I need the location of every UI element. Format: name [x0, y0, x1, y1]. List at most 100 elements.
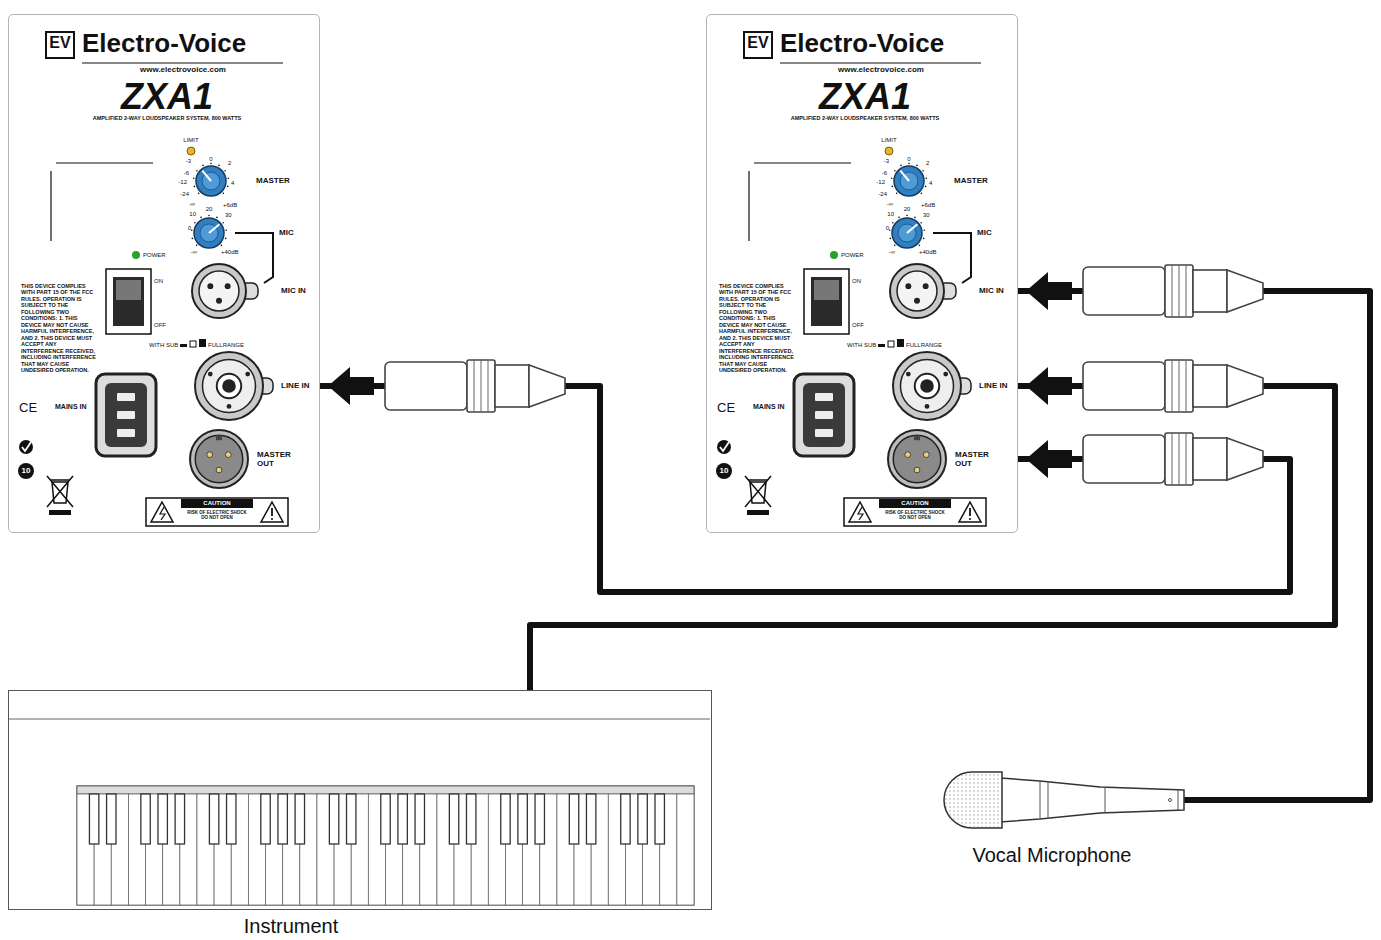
black-key: [655, 794, 664, 844]
knob-tick: [892, 222, 894, 224]
jack-label: MIC IN: [281, 287, 306, 295]
key-rail: [77, 786, 694, 794]
xlr-hole: [925, 404, 930, 409]
rocker: [113, 277, 144, 326]
socket-label: MAINS IN: [55, 403, 89, 411]
mode-icon: [897, 339, 904, 347]
black-keys: [89, 794, 664, 844]
scale-mark: +6dB: [223, 202, 237, 208]
control-label: MASTER: [256, 177, 290, 185]
exclamation-dot: [969, 518, 971, 520]
xlr-key: [914, 435, 920, 440]
jack-label: MIC IN: [979, 287, 1004, 295]
scale-mark: -24: [180, 191, 189, 197]
input-jack: MASTER OUT: [887, 429, 995, 489]
knob-pointer: [209, 224, 219, 233]
caution-box: [146, 498, 288, 526]
grip-line: [1179, 433, 1180, 485]
phone-ring: [217, 374, 241, 398]
black-key: [449, 794, 458, 844]
knob-tick: [221, 245, 223, 247]
scale-mark: +6dB: [921, 202, 935, 208]
xlr-plug: [1083, 433, 1263, 485]
caution-title: CAUTION: [901, 500, 928, 506]
insert-arrow: [1026, 367, 1072, 405]
knob: [194, 218, 224, 248]
knob-tick: [216, 217, 218, 219]
black-key: [209, 794, 218, 844]
xlr-hole: [208, 372, 213, 377]
plug-sleeve: [495, 365, 529, 407]
efup-circle: [716, 463, 732, 479]
logo-box: [46, 32, 74, 58]
iec-pin: [117, 393, 135, 401]
knob-tick: [908, 163, 910, 165]
grip-line: [474, 360, 475, 412]
knob-tick: [898, 217, 900, 219]
xlr-key: [216, 435, 222, 440]
switch-label: WITH SUB: [847, 342, 876, 348]
knob-tick: [191, 229, 193, 231]
knob-tick: [194, 186, 196, 188]
plug-body: [1083, 267, 1165, 315]
xlr-shell: [195, 435, 243, 483]
mode-icon: [878, 344, 885, 347]
switch-label: WITH SUB: [149, 342, 178, 348]
exclamation-dot: [271, 518, 273, 520]
led-label: LIMIT: [881, 137, 896, 143]
model-subtitle: AMPLIFIED 2-WAY LOUDSPEAKER SYSTEM, 800 …: [93, 116, 241, 122]
keyboard-instrument: Instrument: [8, 690, 712, 910]
knob-pointer: [202, 171, 211, 181]
combo-face: [202, 359, 255, 412]
scale-mark: 30: [225, 212, 232, 218]
caution-text: RISK OF ELECTRIC SHOCK DO NOT OPEN: [882, 510, 948, 521]
scale-mark: 0: [209, 156, 212, 162]
ce-mark: CE: [717, 401, 735, 414]
keyboard-lip: [9, 718, 710, 719]
xlr-shell: [893, 435, 941, 483]
knob-tick: [925, 177, 927, 179]
xlr-face: [199, 271, 239, 311]
input-jack: MASTER OUT: [189, 429, 297, 489]
knob-tick: [208, 215, 210, 217]
black-key: [89, 794, 98, 844]
switch-label: OFF: [154, 322, 166, 328]
xlr-socket: [192, 264, 246, 318]
insert-arrow: [328, 367, 374, 405]
limit-led: [187, 147, 195, 155]
black-key: [329, 794, 338, 844]
scale-mark: 0: [907, 156, 910, 162]
knob-tick: [889, 229, 891, 231]
warning-triangle: [849, 502, 871, 522]
mic-grille: [944, 772, 1002, 828]
iec-pin: [117, 429, 135, 437]
scale-mark: 0: [886, 225, 889, 231]
keybed: [77, 786, 694, 905]
knob-tick: [225, 229, 227, 231]
switch-label: FULLRANGE: [906, 342, 942, 348]
warning-triangle: [151, 502, 173, 522]
black-key: [535, 794, 544, 844]
scale-mark: 20: [206, 206, 213, 212]
xlr-socket: [890, 264, 944, 318]
knob-tick: [894, 170, 896, 172]
lightning-symbol: [858, 507, 863, 520]
iec-pin: [815, 429, 833, 437]
mode-icon: [888, 341, 894, 347]
plug-body: [1083, 362, 1165, 410]
black-key: [621, 794, 630, 844]
exclamation-symbol: [271, 508, 273, 516]
mic-body: [1000, 778, 1184, 822]
scale-mark: -∞: [191, 249, 197, 255]
control-label: MASTER: [954, 177, 988, 185]
xlr-pin: [914, 467, 920, 473]
knob-tick: [192, 238, 194, 240]
jack-drawing: [887, 429, 995, 489]
brand-name: Electro-Voice: [82, 30, 246, 56]
knob-pointer: [907, 224, 917, 233]
rocker: [811, 277, 842, 326]
black-key: [227, 794, 236, 844]
phone-hole: [920, 379, 934, 393]
iec-socket: [794, 374, 854, 456]
knob-tick: [224, 170, 226, 172]
